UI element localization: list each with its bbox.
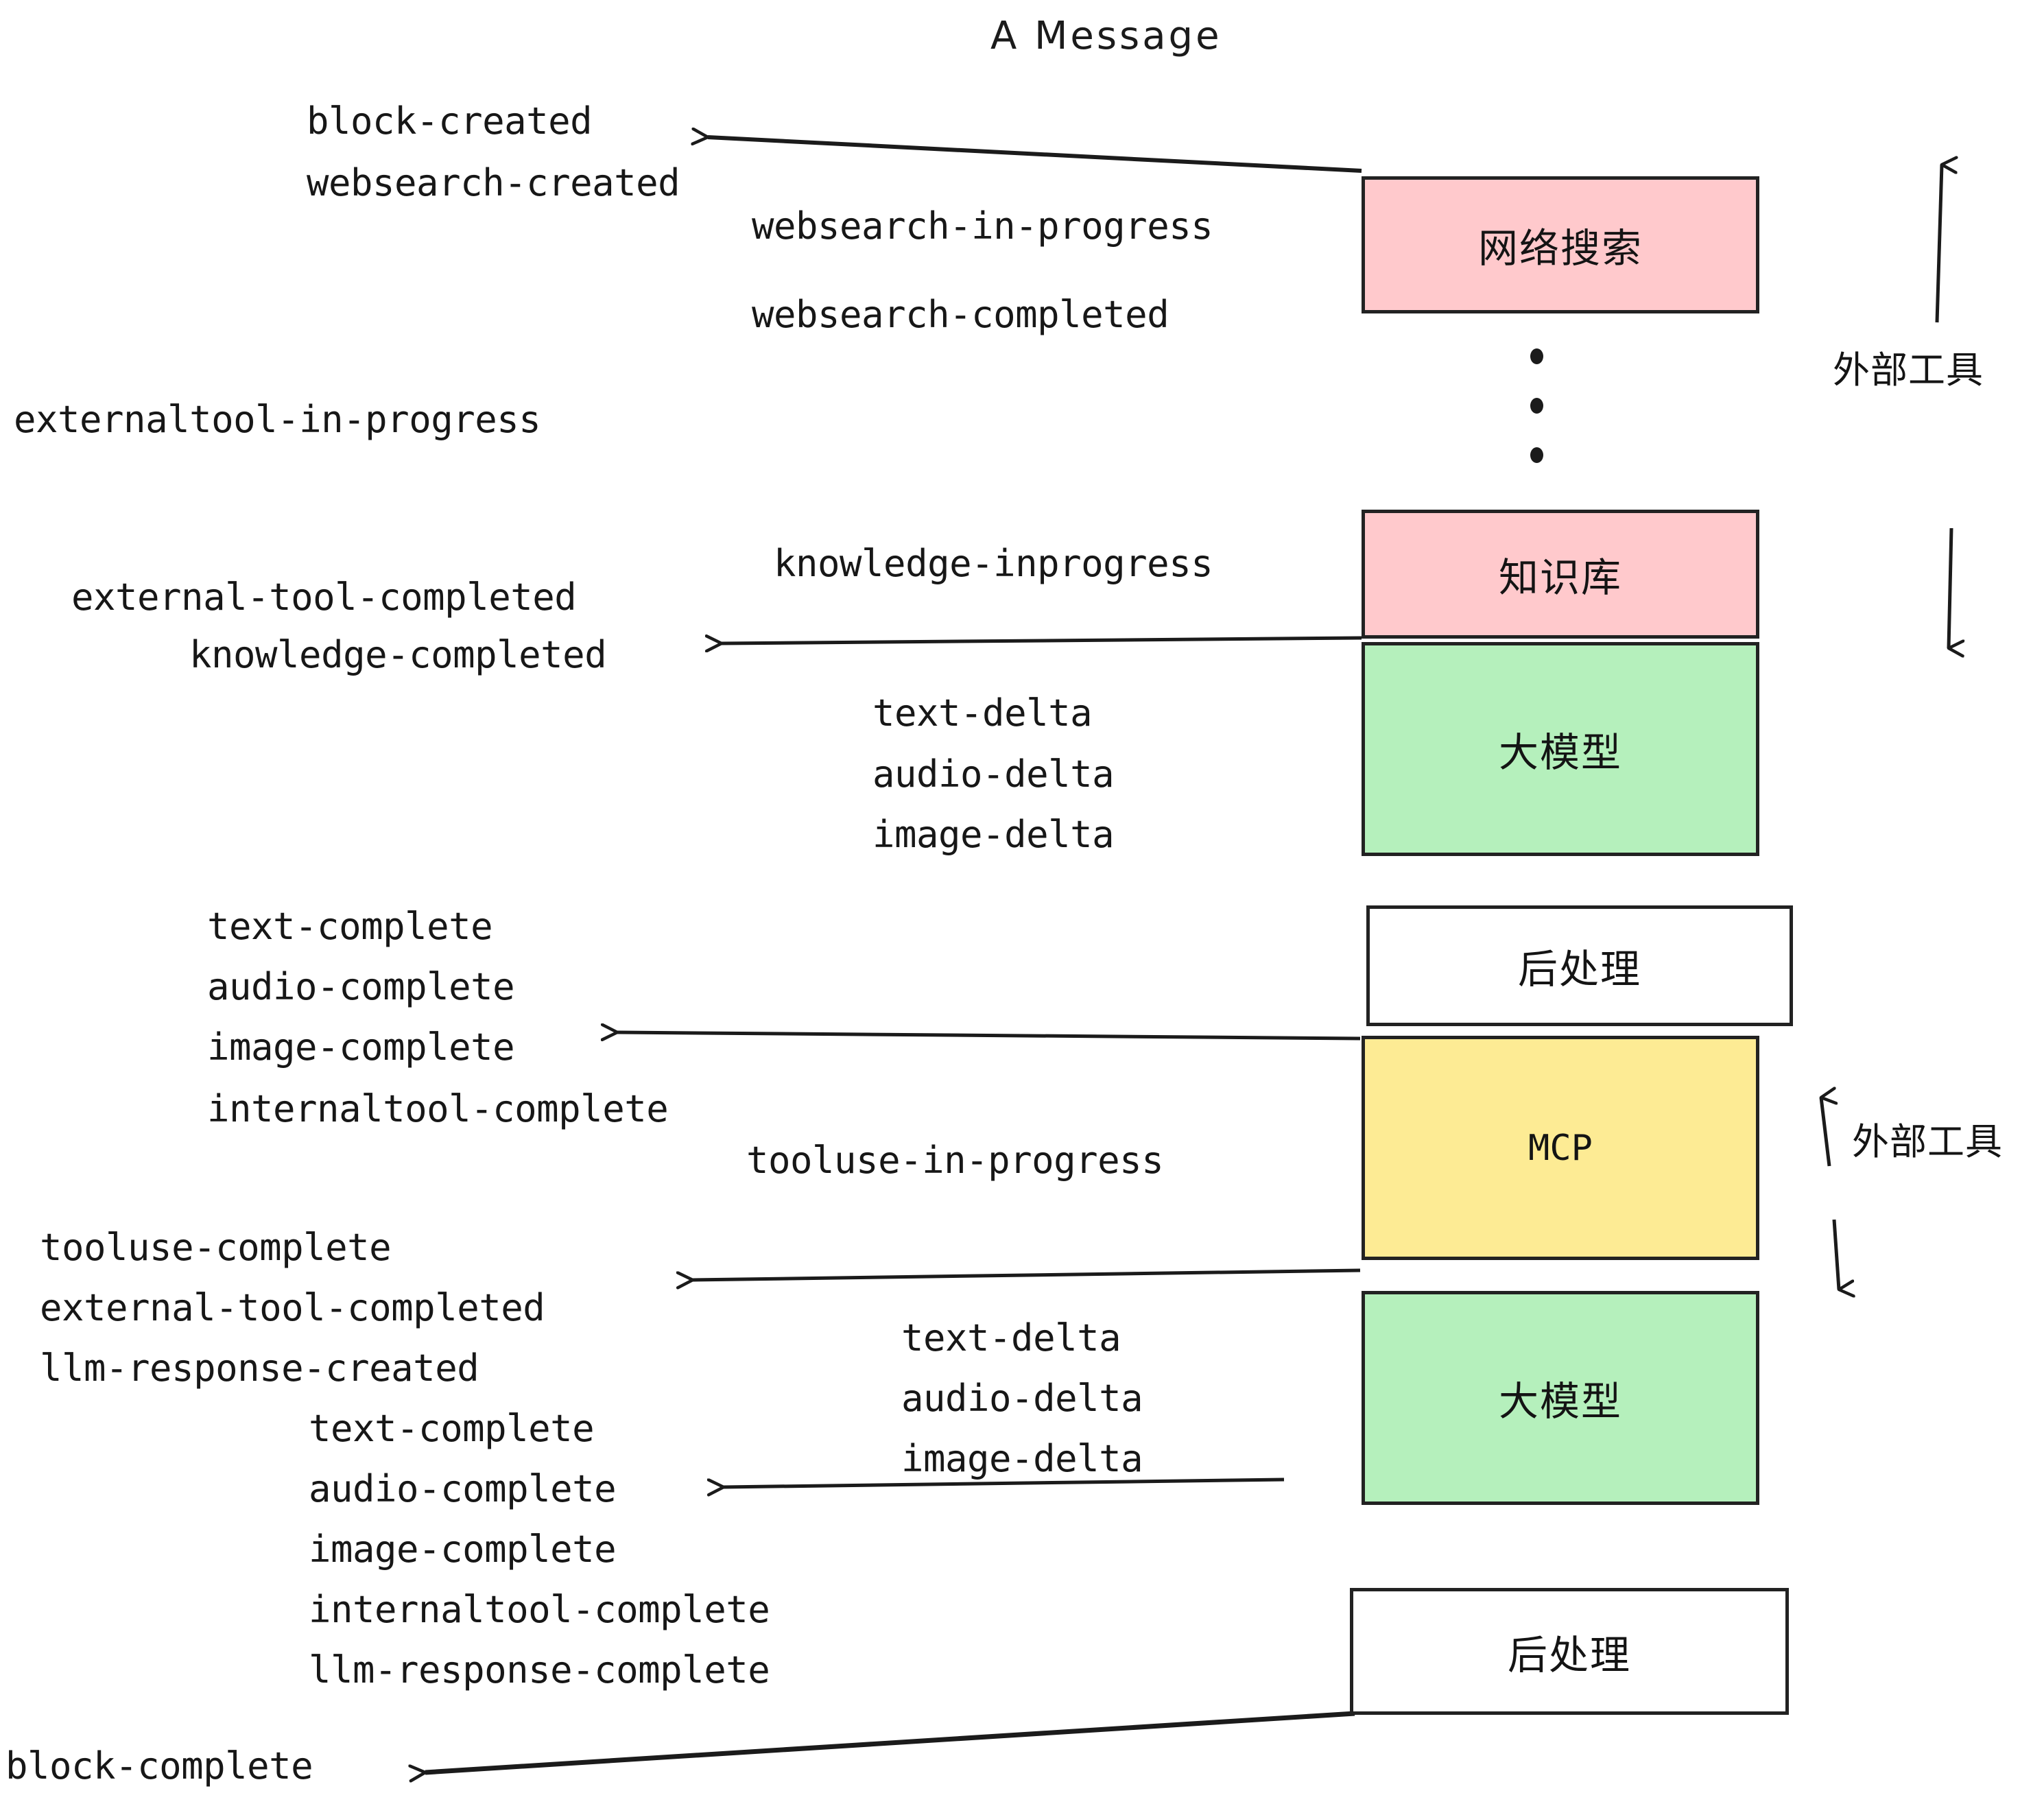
event-externaltool-in-progress: externaltool-in-progress bbox=[14, 398, 541, 441]
node-websearch-label: 网络搜索 bbox=[1477, 225, 1643, 272]
node-llm-bottom-label: 大模型 bbox=[1498, 1378, 1622, 1425]
event-audio-complete-1: audio-complete bbox=[207, 965, 515, 1008]
event-text-delta-1: text-delta bbox=[872, 691, 1093, 735]
event-external-tool-completed-2: external-tool-completed bbox=[40, 1286, 545, 1329]
arrow-mcp-to-tooluse-complete bbox=[693, 1268, 1361, 1280]
node-mcp[interactable]: MCP bbox=[1362, 1036, 1759, 1260]
event-audio-delta-2: audio-delta bbox=[901, 1377, 1143, 1420]
event-websearch-in-progress: websearch-in-progress bbox=[752, 204, 1213, 248]
event-image-delta-2: image-delta bbox=[901, 1437, 1143, 1480]
annotation-external-tool-bottom: 外部工具 bbox=[1852, 1120, 2003, 1163]
node-websearch[interactable]: 网络搜索 bbox=[1362, 176, 1759, 313]
node-knowledge[interactable]: 知识库 bbox=[1362, 510, 1759, 639]
event-internaltool-complete-1: internaltool-complete bbox=[207, 1087, 669, 1130]
event-image-delta-1: image-delta bbox=[872, 813, 1115, 856]
arrow-websearch-to-created bbox=[708, 137, 1362, 173]
arrow-external-tool-top-down bbox=[1947, 527, 1951, 648]
event-knowledge-inprogress: knowledge-inprogress bbox=[774, 542, 1213, 585]
node-knowledge-label: 知识库 bbox=[1498, 554, 1622, 601]
event-text-complete-2: text-complete bbox=[309, 1407, 595, 1450]
event-block-complete: block-complete bbox=[5, 1744, 313, 1788]
node-postprocess-top[interactable]: 后处理 bbox=[1366, 905, 1793, 1026]
event-external-tool-completed-1: external-tool-completed bbox=[71, 575, 577, 619]
ellipsis-dot-3 bbox=[1530, 447, 1543, 463]
ellipsis-dot-2 bbox=[1530, 398, 1543, 414]
ellipsis-dot-1 bbox=[1530, 348, 1543, 364]
node-postprocess-top-label: 后处理 bbox=[1517, 946, 1641, 993]
diagram-title: A Message bbox=[990, 14, 1222, 58]
node-postprocess-bottom[interactable]: 后处理 bbox=[1350, 1588, 1789, 1715]
arrow-knowledge-to-completed bbox=[722, 638, 1362, 643]
node-llm-bottom[interactable]: 大模型 bbox=[1362, 1291, 1759, 1505]
node-mcp-label: MCP bbox=[1528, 1127, 1593, 1169]
event-text-delta-2: text-delta bbox=[901, 1316, 1121, 1360]
event-audio-complete-2: audio-complete bbox=[309, 1467, 617, 1510]
arrow-postprocess-to-block-complete bbox=[425, 1711, 1355, 1772]
node-llm-top-label: 大模型 bbox=[1498, 729, 1622, 776]
event-websearch-completed: websearch-completed bbox=[752, 293, 1169, 336]
node-postprocess-bottom-label: 后处理 bbox=[1507, 1631, 1631, 1678]
annotation-external-tool-top: 外部工具 bbox=[1833, 348, 1984, 392]
event-llm-response-created: llm-response-created bbox=[40, 1346, 479, 1390]
arrow-postprocess-to-image-complete bbox=[617, 1032, 1361, 1039]
event-image-complete-2: image-complete bbox=[309, 1528, 617, 1571]
event-block-created: block-created bbox=[307, 99, 593, 143]
arrow-external-tool-top-up bbox=[1935, 165, 1942, 323]
event-image-complete-1: image-complete bbox=[207, 1025, 515, 1069]
event-text-complete-1: text-complete bbox=[207, 905, 493, 948]
event-tooluse-complete: tooluse-complete bbox=[40, 1226, 392, 1269]
arrow-llm-to-audio-complete bbox=[724, 1477, 1285, 1487]
arrow-external-tool-bottom-down bbox=[1832, 1219, 1839, 1290]
event-llm-response-complete: llm-response-complete bbox=[309, 1648, 770, 1692]
event-audio-delta-1: audio-delta bbox=[872, 752, 1115, 796]
node-llm-top[interactable]: 大模型 bbox=[1362, 642, 1759, 856]
event-knowledge-completed: knowledge-completed bbox=[189, 633, 607, 676]
event-tooluse-in-progress: tooluse-in-progress bbox=[746, 1139, 1164, 1182]
arrow-external-tool-bottom-up bbox=[1819, 1097, 1829, 1167]
event-websearch-created: websearch-created bbox=[307, 161, 680, 204]
event-internaltool-complete-2: internaltool-complete bbox=[309, 1588, 770, 1631]
